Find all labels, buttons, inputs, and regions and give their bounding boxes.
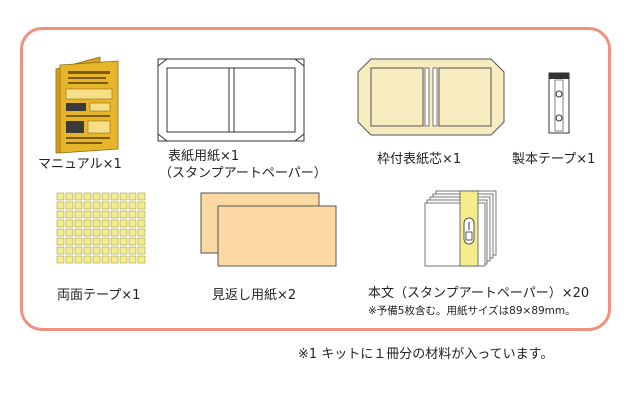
tape-cell xyxy=(137,237,146,246)
tape-cell xyxy=(128,255,137,264)
tape-cell xyxy=(83,192,92,201)
tape-cell xyxy=(65,255,74,264)
tape-cell xyxy=(101,192,110,201)
text-pages-image xyxy=(424,190,497,267)
tape-cell xyxy=(110,201,119,210)
tape-cell xyxy=(128,228,137,237)
tape-cell xyxy=(119,201,128,210)
tape-cell xyxy=(83,237,92,246)
tape-cell xyxy=(65,237,74,246)
tape-cell xyxy=(101,210,110,219)
tape-cell xyxy=(92,219,101,228)
tape-cell xyxy=(128,201,137,210)
tape-cell xyxy=(74,192,83,201)
tape-cell xyxy=(56,201,65,210)
tape-cell xyxy=(137,210,146,219)
tape-cell xyxy=(83,210,92,219)
tape-cell xyxy=(65,219,74,228)
tape-cell xyxy=(137,228,146,237)
tape-cell xyxy=(128,237,137,246)
tape-cell xyxy=(92,192,101,201)
tape-cell xyxy=(74,201,83,210)
binding-tape-image xyxy=(548,72,570,134)
tape-cell xyxy=(83,246,92,255)
tape-cell xyxy=(110,192,119,201)
cover-core-image xyxy=(357,58,505,136)
tape-cell xyxy=(119,255,128,264)
tape-cell xyxy=(65,228,74,237)
tape-cell xyxy=(56,246,65,255)
tape-cell xyxy=(92,246,101,255)
tape-cell xyxy=(56,237,65,246)
tape-cell xyxy=(65,192,74,201)
tape-cell xyxy=(65,246,74,255)
tape-cell xyxy=(92,228,101,237)
tape-cell xyxy=(110,246,119,255)
tape-cell xyxy=(110,210,119,219)
endpaper-image xyxy=(200,192,337,267)
tape-cell xyxy=(74,210,83,219)
tape-cell xyxy=(128,210,137,219)
tape-cell xyxy=(119,219,128,228)
tape-cell xyxy=(110,219,119,228)
manual-label: マニュアル×1 xyxy=(38,157,122,172)
tape-cell xyxy=(110,255,119,264)
tape-cell xyxy=(137,201,146,210)
tape-cell xyxy=(56,228,65,237)
tape-cell xyxy=(101,237,110,246)
tape-cell xyxy=(56,192,65,201)
tape-cell xyxy=(65,201,74,210)
double-sided-tape-image xyxy=(56,192,146,264)
tape-cell xyxy=(92,210,101,219)
cover-paper-sublabel: （スタンプアートペーパー） xyxy=(159,166,327,181)
tape-cell xyxy=(74,237,83,246)
tape-cell xyxy=(101,219,110,228)
tape-cell xyxy=(92,201,101,210)
tape-cell xyxy=(83,219,92,228)
tape-cell xyxy=(74,246,83,255)
tape-cell xyxy=(110,228,119,237)
tape-cell xyxy=(74,228,83,237)
tape-cell xyxy=(137,219,146,228)
tape-cell xyxy=(74,255,83,264)
tape-cell xyxy=(56,255,65,264)
manual-image xyxy=(55,56,119,154)
tape-cell xyxy=(119,210,128,219)
tape-cell xyxy=(101,255,110,264)
text-pages-label: 本文（スタンプアートペーパー）×20 xyxy=(368,286,590,301)
cover-core-label: 枠付表紙芯×1 xyxy=(377,152,462,167)
tape-cell xyxy=(128,192,137,201)
tape-cell xyxy=(101,228,110,237)
tape-cell xyxy=(137,192,146,201)
binding-tape-label: 製本テープ×1 xyxy=(512,152,596,167)
tape-cell xyxy=(92,255,101,264)
tape-cell xyxy=(92,237,101,246)
tape-cell xyxy=(119,246,128,255)
tape-cell xyxy=(74,219,83,228)
kit-contents-frame xyxy=(20,27,611,331)
tape-cell xyxy=(56,219,65,228)
tape-cell xyxy=(101,201,110,210)
tape-cell xyxy=(83,228,92,237)
tape-cell xyxy=(65,210,74,219)
double-sided-tape-label: 両面テープ×1 xyxy=(57,288,141,303)
tape-cell xyxy=(119,192,128,201)
tape-cell xyxy=(110,237,119,246)
tape-cell xyxy=(137,246,146,255)
tape-cell xyxy=(56,210,65,219)
tape-cell xyxy=(128,219,137,228)
cover-paper-image xyxy=(157,58,305,142)
text-pages-note: ※予備5枚含む。用紙サイズは89×89mm。 xyxy=(368,305,576,317)
tape-cell xyxy=(119,228,128,237)
kit-footnote: ※1 キットに１冊分の材料が入っています。 xyxy=(298,347,554,362)
cover-paper-label: 表紙用紙×1 xyxy=(168,149,240,164)
tape-cell xyxy=(83,201,92,210)
tape-cell xyxy=(137,255,146,264)
tape-cell xyxy=(119,237,128,246)
tape-cell xyxy=(83,255,92,264)
endpaper-label: 見返し用紙×2 xyxy=(212,288,297,303)
tape-cell xyxy=(101,246,110,255)
tape-cell xyxy=(128,246,137,255)
